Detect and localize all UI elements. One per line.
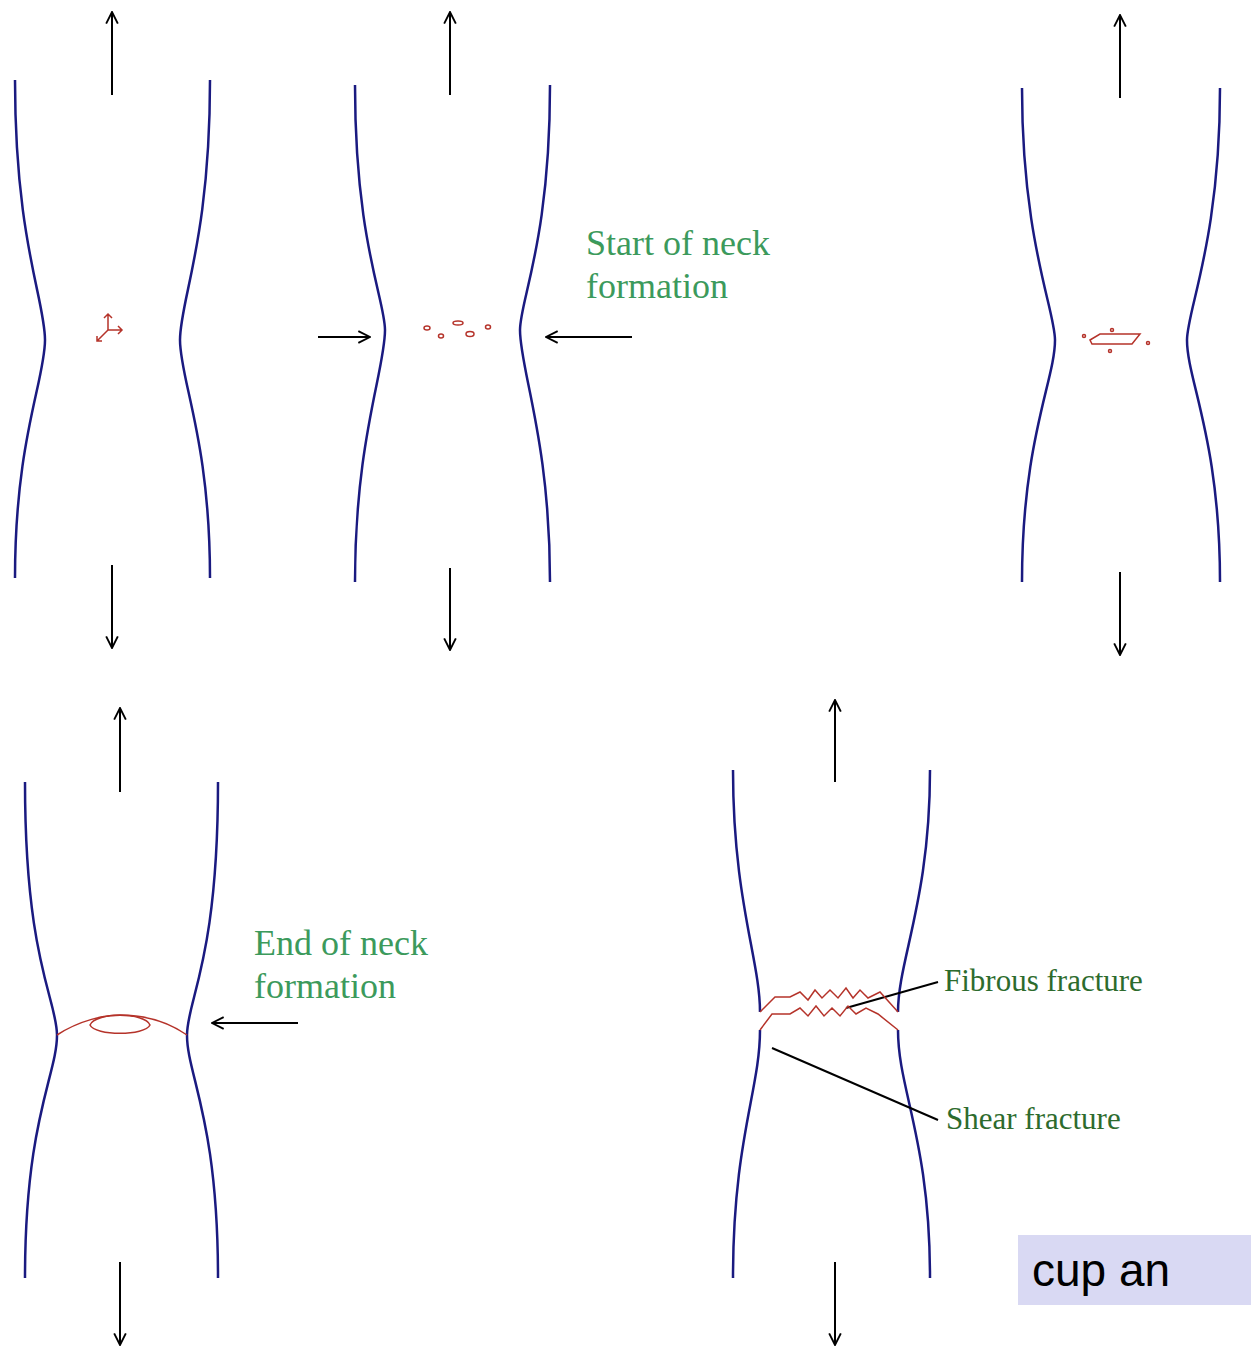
leader-line bbox=[772, 982, 938, 1120]
fracture-label: Shear fracture bbox=[946, 1100, 1121, 1137]
stage-label: End of neck formation bbox=[254, 922, 494, 1008]
load-arrow bbox=[112, 12, 1120, 1345]
void-detail bbox=[57, 314, 1150, 1035]
fracture-label: Fibrous fracture bbox=[944, 962, 1143, 999]
specimen-outline bbox=[15, 80, 1220, 1278]
stage-label: Start of neck formation bbox=[586, 222, 846, 308]
caption-text: cup an bbox=[1032, 1235, 1251, 1305]
caption-box: cup an bbox=[1018, 1235, 1251, 1305]
